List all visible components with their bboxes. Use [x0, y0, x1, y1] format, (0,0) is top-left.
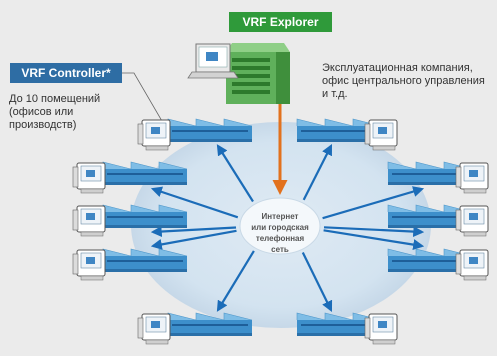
computer-terminal-icon — [137, 119, 171, 151]
factory-building-icon — [102, 204, 188, 228]
network-label-line: или городская — [251, 223, 309, 232]
computer-terminal-icon — [364, 313, 398, 345]
computer-terminal-icon — [455, 162, 489, 194]
remote-site — [137, 312, 253, 345]
computer-terminal-icon — [137, 313, 171, 345]
vrf-controller-label: VRF Controller* — [10, 63, 122, 83]
controller-description-line: производств) — [9, 119, 77, 131]
laptop-icon — [187, 43, 239, 79]
link-arrow — [322, 186, 425, 220]
explorer-description-line: и т.д. — [322, 88, 348, 100]
link-arrow — [150, 226, 237, 238]
factory-building-icon — [296, 312, 382, 336]
factory-building-icon — [387, 204, 473, 228]
controller-description-line: До 10 помещений — [9, 93, 101, 105]
network-label: Интернет или городская телефонная сеть — [243, 211, 317, 255]
network-label-line: сеть — [271, 245, 289, 254]
hq-office — [187, 43, 290, 104]
remote-site — [72, 248, 188, 281]
remote-site — [387, 204, 489, 237]
explorer-description-line: офис центрального управления — [322, 75, 485, 87]
computer-terminal-icon — [72, 205, 106, 237]
remote-site — [387, 161, 489, 194]
computer-terminal-icon — [455, 205, 489, 237]
controller-description-line: (офисов или — [9, 106, 74, 118]
link-arrow — [150, 186, 239, 219]
factory-building-icon — [102, 248, 188, 272]
remote-site — [72, 204, 188, 237]
factory-building-icon — [296, 118, 382, 142]
remote-site — [137, 118, 253, 151]
factory-building-icon — [167, 312, 253, 336]
computer-terminal-icon — [364, 119, 398, 151]
computer-terminal-icon — [72, 249, 106, 281]
network-hub — [239, 197, 321, 255]
factory-building-icon — [167, 118, 253, 142]
link-arrow — [301, 252, 333, 312]
vrf-explorer-label: VRF Explorer — [229, 12, 332, 32]
factory-building-icon — [387, 248, 473, 272]
link-arrow — [323, 226, 425, 238]
factory-building-icon — [102, 161, 188, 185]
link-arrow — [216, 144, 254, 203]
link-arrow — [216, 250, 255, 312]
office-building-icon — [226, 43, 290, 104]
link-arrow — [323, 229, 425, 251]
remote-site — [296, 312, 398, 345]
factory-building-icon — [387, 161, 473, 185]
remote-site — [72, 161, 188, 194]
link-arrow — [150, 229, 237, 250]
explorer-description-line: Эксплуатационная компания, — [322, 62, 473, 74]
remote-site — [387, 248, 489, 281]
computer-terminal-icon — [72, 162, 106, 194]
link-arrow — [302, 144, 332, 201]
network-label-line: телефонная — [255, 234, 305, 243]
computer-terminal-icon — [455, 249, 489, 281]
explorer-description: Эксплуатационная компания, офис централь… — [322, 62, 492, 101]
controller-description: До 10 помещений (офисов или производств) — [9, 93, 149, 132]
remote-site — [296, 118, 398, 151]
controller-callout-line — [122, 72, 167, 129]
network-label-line: Интернет — [261, 212, 299, 221]
